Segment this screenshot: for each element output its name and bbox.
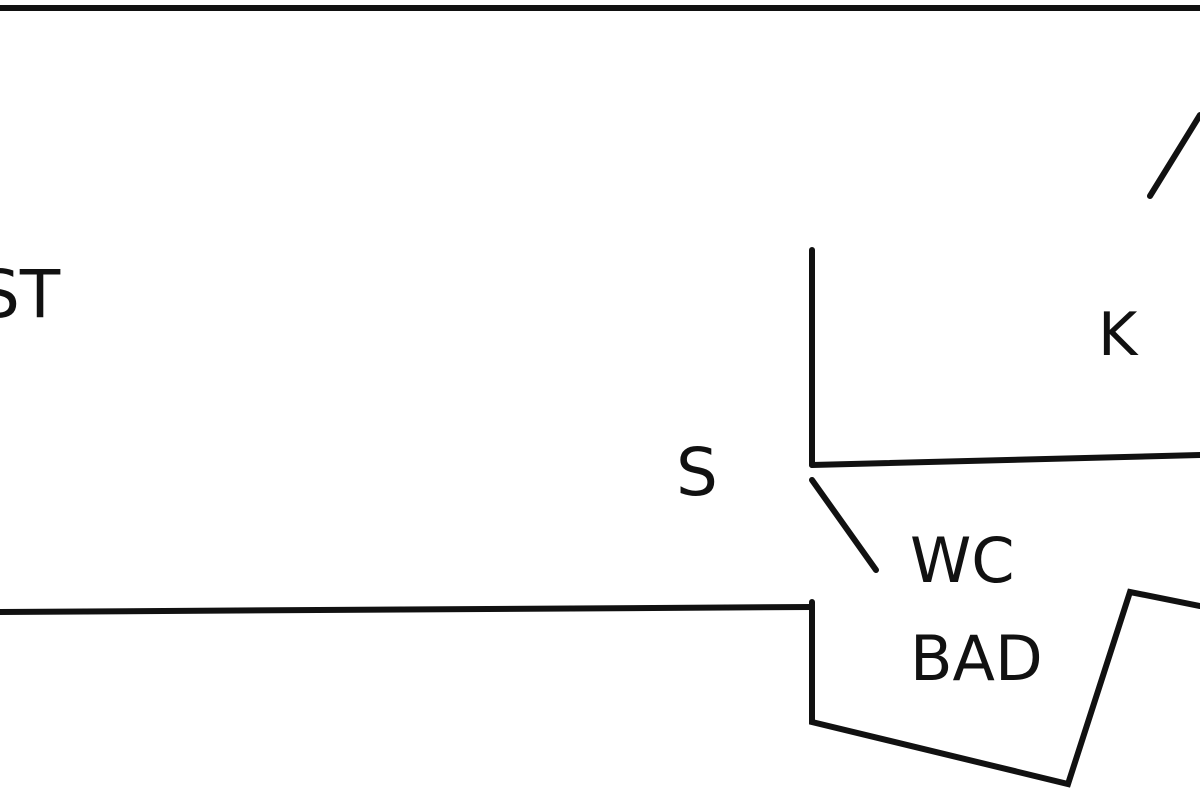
door-swing-wc [809,477,879,573]
wall-bottom-left [0,604,815,615]
wall-top-right-diagonal [1147,112,1200,199]
room-label-bad: BAD [910,622,1043,695]
room-label-k: K [1098,300,1138,370]
room-label-s: S [676,434,718,511]
room-label-wc: WC [910,524,1015,597]
wall-bathroom [809,588,1200,788]
room-label-st: ST [0,256,61,333]
wall-kitchen-bottom [809,452,1200,468]
